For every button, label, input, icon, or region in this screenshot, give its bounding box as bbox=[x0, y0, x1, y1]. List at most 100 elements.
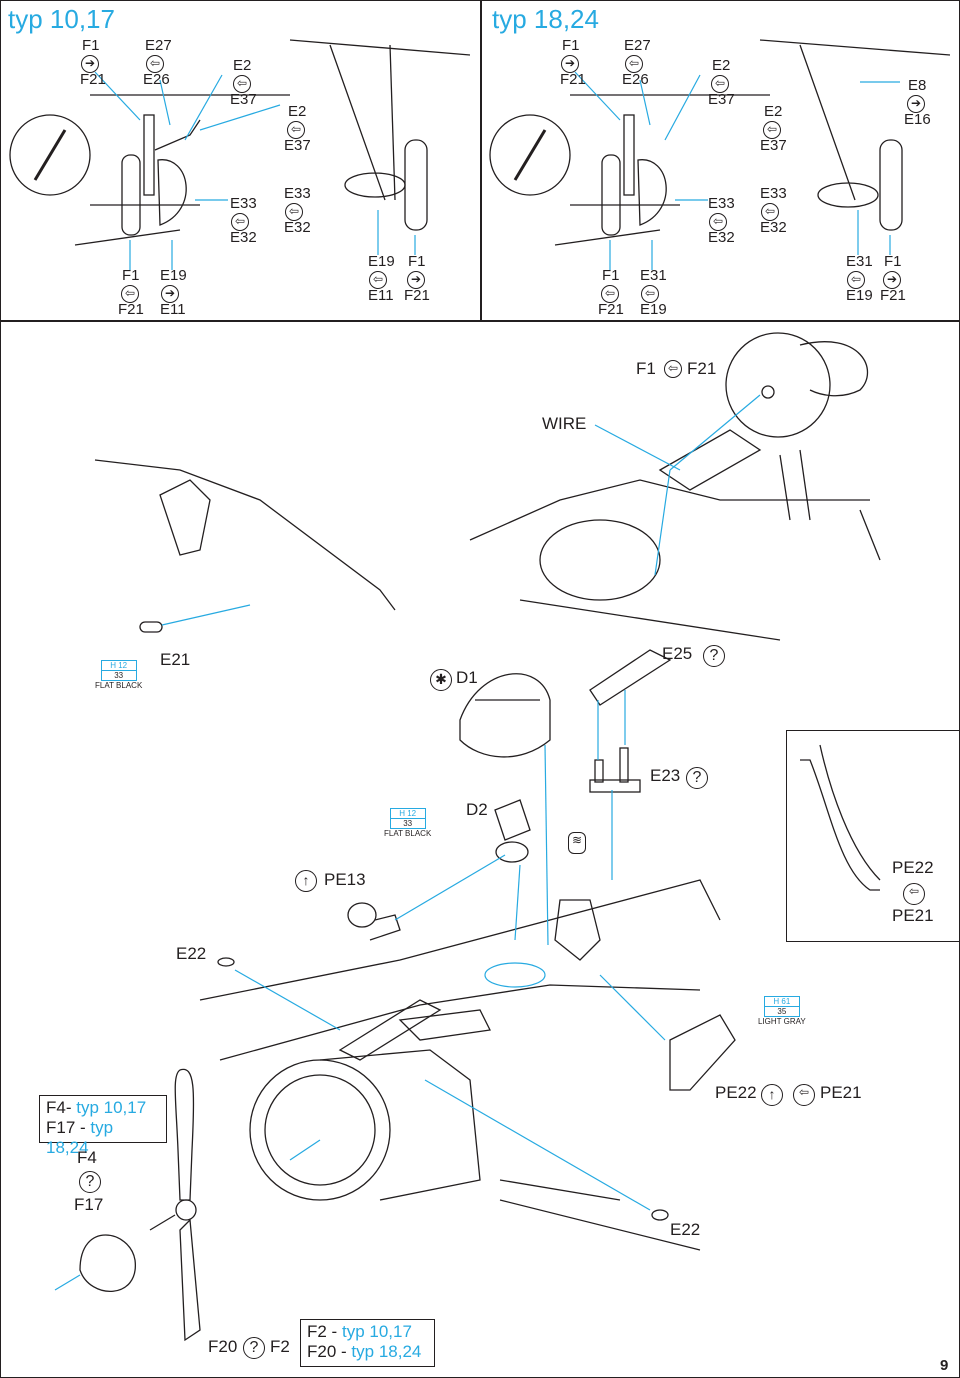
label-d1: D1 bbox=[456, 668, 478, 687]
label-e32: E32 bbox=[284, 219, 311, 236]
label-f1: F1 bbox=[636, 359, 656, 378]
label-e32: E32 bbox=[230, 229, 257, 246]
label-e16: E16 bbox=[904, 111, 931, 128]
label-f21: F21 bbox=[118, 301, 144, 318]
fold-icon: ➔ bbox=[561, 55, 579, 73]
label-e11: E11 bbox=[160, 301, 186, 318]
label-f21: F21 bbox=[880, 287, 906, 304]
bend-icon: ↑ bbox=[761, 1084, 783, 1106]
label-e2: E2 bbox=[233, 57, 252, 74]
fold-icon: ➔ bbox=[81, 55, 99, 73]
label-e22: E22 bbox=[176, 944, 207, 963]
label-e37: E37 bbox=[708, 91, 735, 108]
fold-icon: ⇦ bbox=[711, 75, 729, 93]
page-number: 9 bbox=[940, 1357, 949, 1374]
optional-icon: ? bbox=[686, 767, 708, 789]
label-wire: WIRE bbox=[542, 414, 587, 433]
label-e32: E32 bbox=[760, 219, 787, 236]
label-f21: F21 bbox=[560, 71, 586, 88]
label-pe13: PE13 bbox=[324, 870, 366, 889]
fold-icon: ⇦ bbox=[761, 203, 779, 221]
fold-icon: ⇦ bbox=[664, 360, 682, 378]
fold-icon: ⇦ bbox=[233, 75, 251, 93]
label-f1: F1 bbox=[122, 267, 140, 284]
bend-icon: ↑ bbox=[295, 870, 317, 892]
label-f1: F1 bbox=[602, 267, 620, 284]
label-e37: E37 bbox=[284, 137, 311, 154]
label-e31: E31 bbox=[640, 267, 667, 284]
label-d2: D2 bbox=[466, 800, 488, 819]
label-e19: E19 bbox=[368, 253, 395, 270]
fold-icon: ➔ bbox=[161, 285, 179, 303]
fold-icon: ⇦ bbox=[641, 285, 659, 303]
fold-icon: ⇦ bbox=[285, 203, 303, 221]
label-e22: E22 bbox=[670, 1220, 701, 1239]
fold-icon: ⇦ bbox=[903, 883, 925, 905]
label-e26: E26 bbox=[143, 71, 170, 88]
top-left-panel bbox=[0, 0, 482, 322]
label-e31: E31 bbox=[846, 253, 873, 270]
sand-icon: ≋ bbox=[568, 832, 586, 854]
optional-icon: ? bbox=[243, 1337, 265, 1359]
label-f17: F17 bbox=[74, 1195, 104, 1214]
fold-icon: ⇦ bbox=[709, 213, 727, 231]
label-f1: F1 bbox=[562, 37, 580, 54]
optional-icon: ? bbox=[703, 645, 725, 667]
spinner-variant-note: F2 - typ 10,17 F20 - typ 18,24 bbox=[300, 1319, 435, 1367]
label-e21: E21 bbox=[160, 650, 191, 669]
label-e27: E27 bbox=[624, 37, 651, 54]
label-e33: E33 bbox=[230, 195, 257, 212]
label-e26: E26 bbox=[622, 71, 649, 88]
label-e2: E2 bbox=[764, 103, 783, 120]
label-e33: E33 bbox=[708, 195, 735, 212]
optional-icon: ? bbox=[79, 1171, 101, 1193]
fold-icon: ➔ bbox=[907, 95, 925, 113]
label-f1: F1 bbox=[408, 253, 426, 270]
propeller-variant-note: F4- typ 10,17 F17 - typ 18,24 bbox=[39, 1095, 167, 1157]
fold-icon: ⇦ bbox=[625, 55, 643, 73]
label-f1: F1 bbox=[82, 37, 100, 54]
fold-icon: ⇦ bbox=[121, 285, 139, 303]
fold-icon: ⇦ bbox=[763, 121, 781, 139]
label-f20: F20 bbox=[208, 1337, 238, 1356]
label-f21: F21 bbox=[687, 359, 717, 378]
fold-icon: ➔ bbox=[407, 271, 425, 289]
label-e19: E19 bbox=[160, 267, 187, 284]
label-e37: E37 bbox=[760, 137, 787, 154]
label-e2: E2 bbox=[712, 57, 731, 74]
fold-icon: ⇦ bbox=[287, 121, 305, 139]
label-e23: E23 bbox=[650, 766, 681, 785]
label-e37: E37 bbox=[230, 91, 257, 108]
label-e2: E2 bbox=[288, 103, 307, 120]
label-e11: E11 bbox=[368, 287, 394, 304]
fold-icon: ⇦ bbox=[793, 1084, 815, 1106]
label-pe21: PE21 bbox=[892, 906, 934, 925]
label-e25: E25 bbox=[662, 644, 693, 663]
label-f2: F2 bbox=[270, 1337, 290, 1356]
label-pe21: PE21 bbox=[820, 1083, 862, 1102]
label-f4: F4 bbox=[77, 1148, 97, 1167]
label-f21: F21 bbox=[80, 71, 106, 88]
panel-title-right: typ 18,24 bbox=[492, 4, 599, 34]
label-e8: E8 bbox=[908, 77, 927, 94]
label-f21: F21 bbox=[598, 301, 624, 318]
label-e32: E32 bbox=[708, 229, 735, 246]
label-e27: E27 bbox=[145, 37, 172, 54]
clear-part-icon: ✱ bbox=[430, 669, 452, 691]
label-f1: F1 bbox=[884, 253, 902, 270]
label-pe22: PE22 bbox=[892, 858, 934, 877]
fold-icon: ⇦ bbox=[231, 213, 249, 231]
label-pe22: PE22 bbox=[715, 1083, 757, 1102]
label-e19: E19 bbox=[640, 301, 667, 318]
fold-icon: ⇦ bbox=[601, 285, 619, 303]
label-e33: E33 bbox=[284, 185, 311, 202]
fold-icon: ⇦ bbox=[146, 55, 164, 73]
fold-icon: ➔ bbox=[883, 271, 901, 289]
label-e33: E33 bbox=[760, 185, 787, 202]
label-e19: E19 bbox=[846, 287, 873, 304]
fold-icon: ⇦ bbox=[369, 271, 387, 289]
